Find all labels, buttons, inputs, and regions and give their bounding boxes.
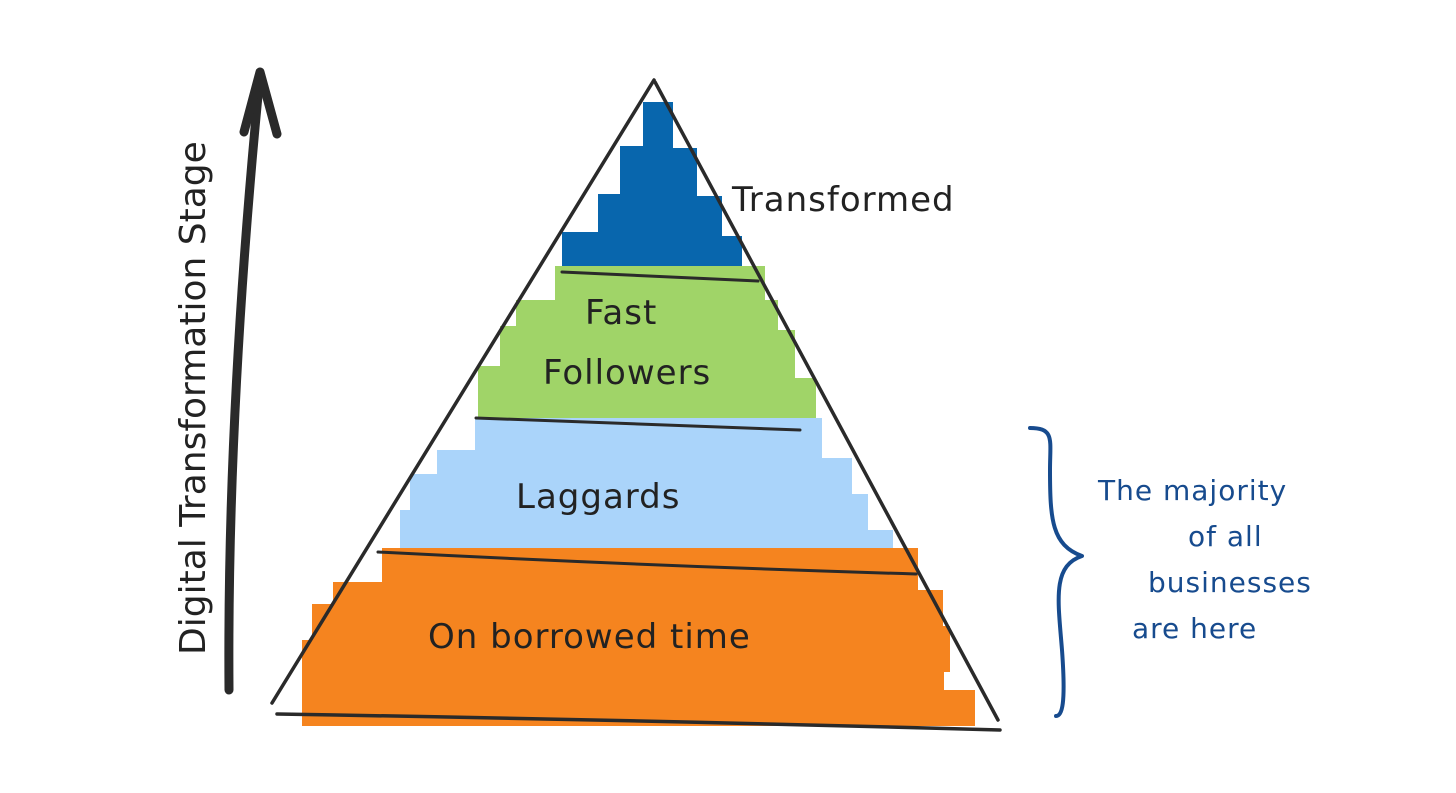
pyramid-outline bbox=[270, 78, 1002, 732]
annotation-line-1: The majority bbox=[1097, 474, 1287, 507]
tier-on-borrowed-time-fill bbox=[302, 548, 975, 726]
annotation-line-4: are here bbox=[1132, 612, 1257, 645]
tier-fast-followers-fill bbox=[478, 266, 816, 420]
tier-laggards-fill bbox=[400, 418, 893, 568]
tier-fast-followers-label-line2: Followers bbox=[543, 353, 711, 393]
tier-laggards-label: Laggards bbox=[516, 477, 680, 517]
tier-transformed-label: Transformed bbox=[731, 180, 955, 220]
tier-transformed-fill bbox=[562, 102, 742, 282]
tier-dividers bbox=[376, 270, 918, 576]
annotation: The majority of all businesses are here bbox=[1097, 474, 1312, 645]
axis-label: Digital Transformation Stage bbox=[173, 141, 214, 655]
tier-fast-followers-label-line1: Fast bbox=[585, 293, 657, 333]
tier-on-borrowed-time-label: On borrowed time bbox=[428, 617, 751, 657]
annotation-line-2: of all bbox=[1188, 520, 1263, 553]
annotation-line-3: businesses bbox=[1148, 566, 1312, 599]
axis-arrow bbox=[224, 67, 282, 695]
curly-brace bbox=[1028, 426, 1084, 718]
